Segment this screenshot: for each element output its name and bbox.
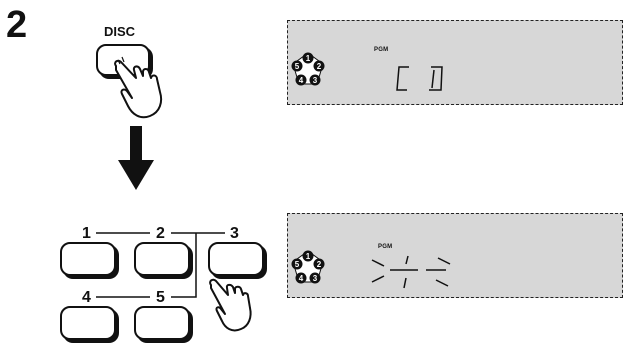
tray-number-3: 3 — [313, 76, 318, 85]
tray-number-3: 3 — [313, 274, 318, 283]
tray-number-1: 1 — [306, 252, 311, 261]
tray-number-5: 5 — [295, 62, 300, 71]
tray-number-5: 5 — [295, 260, 300, 269]
pgm-indicator: PGM — [374, 47, 389, 53]
number-key-4[interactable] — [60, 306, 116, 340]
blinking-dashes-display: -- — [371, 255, 451, 289]
key-label-2: 2 — [156, 225, 165, 242]
key-label-4: 4 — [82, 289, 91, 306]
pgm-indicator: PGM — [378, 244, 393, 250]
pressing-hand-icon — [114, 56, 163, 119]
tray-number-4: 4 — [299, 76, 304, 85]
key-label-5: 5 — [156, 289, 165, 306]
tray-number-2: 2 — [317, 260, 322, 269]
disc-button-label: DISC — [104, 24, 136, 39]
step-number: 2 — [6, 4, 28, 46]
key-label-1: 1 — [82, 225, 91, 242]
display-panel-top — [287, 20, 623, 105]
key-label-3: 3 — [230, 225, 239, 242]
down-arrow-icon — [118, 126, 154, 190]
tray-number-1: 1 — [306, 54, 311, 63]
number-key-3[interactable] — [208, 242, 264, 276]
tray-number-4: 4 — [299, 274, 304, 283]
pressing-hand-icon — [209, 278, 252, 332]
number-key-5[interactable] — [134, 306, 190, 340]
display-panel-bottom — [287, 213, 623, 298]
number-key-2[interactable] — [134, 242, 190, 276]
number-key-1[interactable] — [60, 242, 116, 276]
disc-tray-icon: 1 2 3 4 5 — [291, 52, 325, 86]
tray-number-2: 2 — [317, 62, 322, 71]
disc-tray-icon: 1 2 3 4 5 — [291, 250, 325, 284]
segment-display-text: CD — [396, 66, 443, 91]
